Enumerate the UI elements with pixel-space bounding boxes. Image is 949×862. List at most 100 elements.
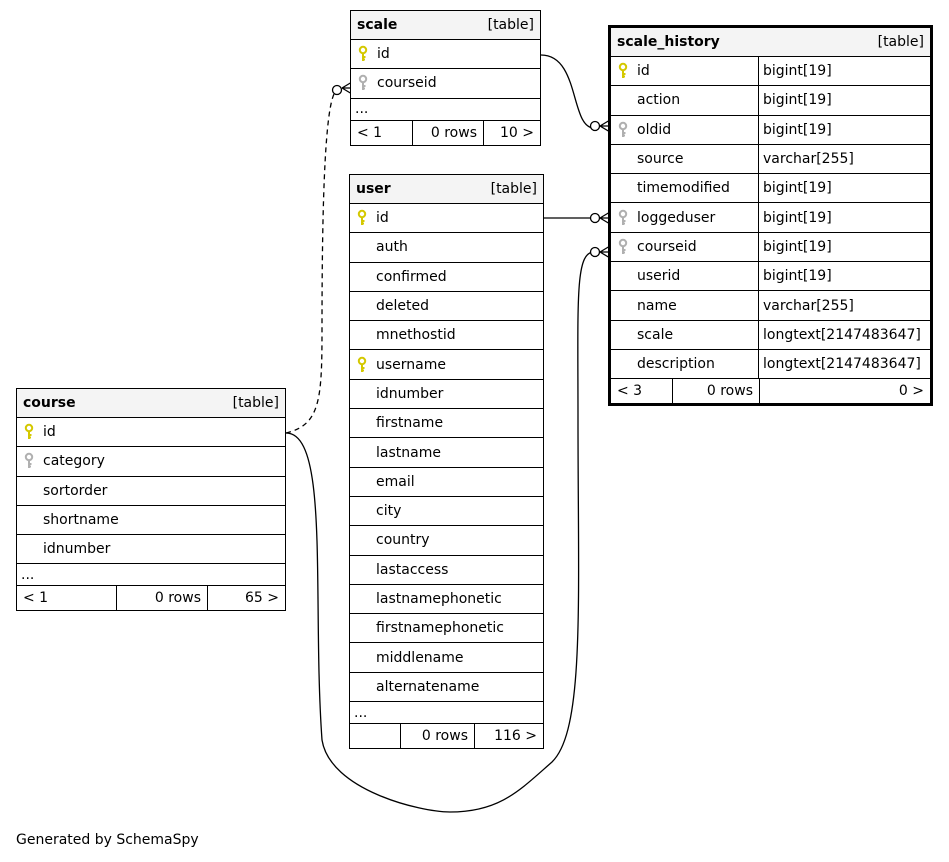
children-link[interactable]: 116 > (494, 728, 537, 745)
column-row[interactable]: description longtext[2147483647] (611, 349, 930, 380)
column-row[interactable]: id (350, 204, 543, 234)
column-row[interactable]: userid bigint[19] (611, 262, 930, 292)
column-row[interactable]: shortname (17, 506, 285, 536)
column-row[interactable]: confirmed (350, 263, 543, 292)
column-name: timemodified (637, 180, 730, 197)
column-type: bigint[19] (758, 115, 930, 144)
column-row[interactable]: idnumber (17, 535, 285, 565)
table-name: scale (357, 17, 398, 33)
column-row[interactable]: city (350, 497, 543, 527)
parents-link[interactable] (350, 724, 401, 749)
column-row[interactable]: auth (350, 233, 543, 263)
children-link[interactable]: 0 > (898, 383, 924, 400)
column-name: name (637, 297, 677, 314)
column-name: idnumber (376, 385, 444, 402)
column-name: courseid (637, 238, 697, 255)
column-type: bigint[19] (758, 262, 930, 291)
table-footer: 0 rows 116 > (350, 724, 543, 749)
row-count: 0 rows (413, 120, 484, 145)
parents-link[interactable]: < 1 (351, 120, 413, 145)
primary-key-icon (21, 423, 37, 441)
column-row[interactable]: firstnamephonetic (350, 614, 543, 644)
row-count: 0 rows (401, 724, 475, 749)
column-row[interactable]: lastnamephonetic (350, 585, 543, 615)
column-name: lastaccess (376, 561, 449, 578)
edge-course-id-to-scale-courseid (285, 89, 339, 434)
column-name: sortorder (43, 482, 108, 499)
column-row[interactable]: idnumber (350, 380, 543, 410)
edge-optional-marker (331, 84, 343, 96)
column-row[interactable]: mnethostid (350, 321, 543, 351)
edge-scale-id-to-scale-history-oldid (540, 54, 595, 129)
column-name: auth (376, 239, 408, 256)
column-name: lastnamephonetic (376, 591, 502, 607)
column-type: longtext[2147483647] (758, 349, 930, 379)
column-name: middlename (376, 649, 464, 666)
column-name: city (376, 503, 402, 520)
column-name: firstnamephonetic (376, 620, 504, 637)
generated-by-label: Generated by SchemaSpy (16, 832, 199, 848)
column-row[interactable]: id (17, 418, 285, 448)
parents-link[interactable]: < 1 (17, 586, 117, 611)
column-row[interactable]: lastaccess (350, 556, 543, 585)
column-name: mnethostid (376, 327, 456, 344)
column-name: id (637, 63, 650, 80)
parents-link[interactable]: < 3 (611, 379, 673, 404)
column-type: longtext[2147483647] (758, 320, 930, 349)
foreign-key-icon (615, 209, 631, 227)
primary-key-icon (355, 45, 371, 63)
column-row[interactable]: category (17, 447, 285, 477)
table-footer: < 1 0 rows 10 > (351, 120, 540, 145)
foreign-key-icon (615, 121, 631, 139)
column-name: confirmed (376, 268, 447, 285)
children-link[interactable]: 10 > (500, 124, 534, 141)
more-columns: ... (350, 702, 543, 725)
column-row[interactable]: email (350, 468, 543, 497)
column-name: idnumber (43, 541, 111, 558)
column-name: shortname (43, 512, 119, 529)
primary-key-icon (354, 356, 370, 374)
children-link[interactable]: 65 > (245, 590, 279, 607)
column-row[interactable]: id bigint[19] (611, 57, 930, 87)
column-name: deleted (376, 298, 429, 315)
column-name: action (637, 92, 681, 109)
column-name: alternatename (376, 678, 480, 695)
column-row[interactable]: id (351, 40, 540, 70)
column-row[interactable]: deleted (350, 292, 543, 322)
column-row[interactable]: courseid (351, 69, 540, 99)
column-name: category (43, 453, 105, 470)
table-kind: [table] (490, 181, 537, 197)
column-type: bigint[19] (758, 203, 930, 232)
column-name: description (637, 356, 715, 373)
column-name: email (376, 473, 415, 490)
column-name: courseid (377, 75, 437, 92)
primary-key-icon (615, 62, 631, 80)
foreign-key-icon (355, 74, 371, 92)
edge-optional-marker (589, 120, 601, 132)
column-name: userid (637, 268, 681, 285)
column-row[interactable]: firstname (350, 409, 543, 439)
column-row[interactable]: lastname (350, 438, 543, 468)
column-row[interactable]: country (350, 526, 543, 556)
column-row[interactable]: username (350, 350, 543, 380)
column-name: country (376, 532, 430, 549)
edge-course-id-to-scale-history-courseid (285, 251, 595, 813)
column-row[interactable]: middlename (350, 643, 543, 673)
column-row[interactable]: sortorder (17, 477, 285, 506)
column-type: bigint[19] (758, 57, 930, 86)
column-row[interactable]: alternatename (350, 673, 543, 703)
table-kind: [table] (232, 395, 279, 411)
